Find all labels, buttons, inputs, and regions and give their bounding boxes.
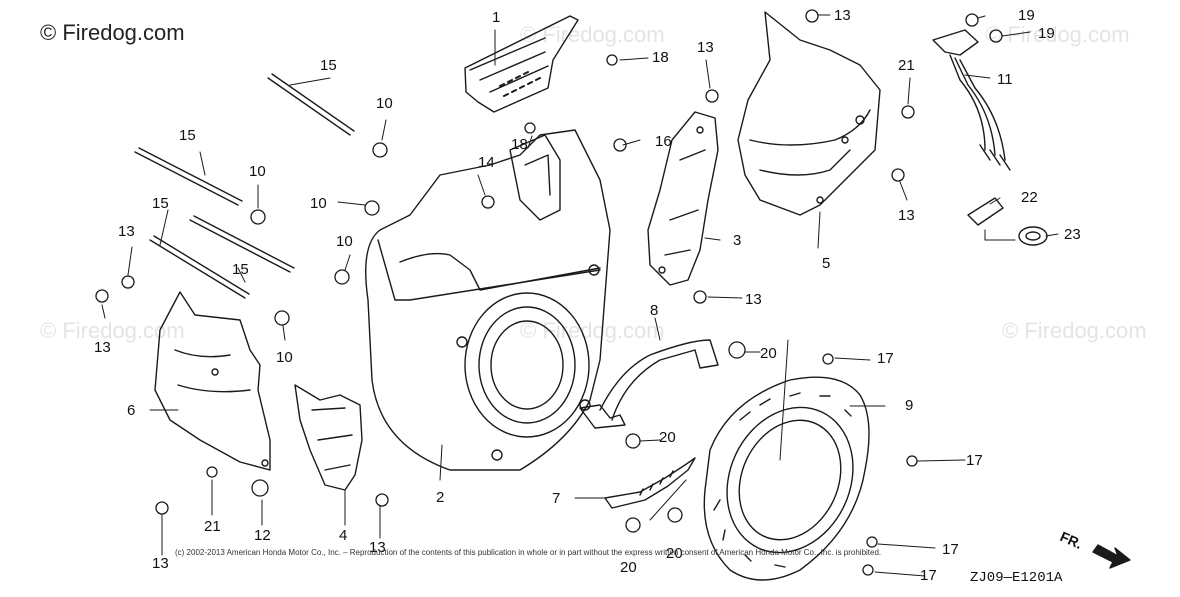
callout-17[interactable]: 17	[942, 541, 959, 558]
callout-17[interactable]: 17	[966, 452, 983, 469]
callout-19[interactable]: 19	[1018, 7, 1035, 24]
part-11-wire-harness[interactable]	[932, 29, 1011, 171]
callout-13[interactable]: 13	[94, 339, 111, 356]
callout-13[interactable]: 13	[898, 207, 915, 224]
watermark: © Firedog.com	[520, 22, 665, 47]
callout-16[interactable]: 16	[655, 133, 672, 150]
callout-15[interactable]: 15	[152, 195, 169, 212]
callout-7[interactable]: 7	[552, 490, 561, 507]
callout-9[interactable]: 9	[905, 397, 914, 414]
callout-15[interactable]: 15	[320, 57, 337, 74]
callout-14[interactable]: 14	[478, 154, 495, 171]
callout-20[interactable]: 20	[620, 559, 637, 576]
stud-bolts[interactable]	[134, 73, 355, 299]
callout-21[interactable]: 21	[204, 518, 221, 535]
callout-1[interactable]: 1	[492, 9, 501, 26]
callout-13[interactable]: 13	[745, 291, 762, 308]
callout-10[interactable]: 10	[336, 233, 353, 250]
callout-17[interactable]: 17	[920, 567, 937, 584]
callout-4[interactable]: 4	[339, 527, 348, 544]
callout-21[interactable]: 21	[898, 57, 915, 74]
callout-10[interactable]: 10	[376, 95, 393, 112]
watermark: © Firedog.com	[520, 318, 665, 343]
callout-13[interactable]: 13	[697, 39, 714, 56]
part-3-side-plate[interactable]	[647, 111, 719, 286]
callout-13[interactable]: 13	[369, 539, 386, 556]
copyright-notice: (c) 2002-2013 American Honda Motor Co., …	[175, 548, 882, 557]
callout-18[interactable]: 18	[652, 49, 669, 66]
callout-20[interactable]: 20	[666, 545, 683, 562]
front-direction-arrow-icon	[1092, 544, 1131, 569]
callout-11[interactable]: 11	[997, 71, 1013, 88]
callout-10[interactable]: 10	[249, 163, 266, 180]
callout-15[interactable]: 15	[179, 127, 196, 144]
part-2-fan-shroud[interactable]	[365, 129, 611, 471]
callout-18[interactable]: 18	[511, 136, 528, 153]
part-9-fan-cover[interactable]	[703, 376, 876, 581]
fasteners[interactable]	[95, 9, 1003, 576]
callout-6[interactable]: 6	[127, 402, 136, 419]
callout-5[interactable]: 5	[822, 255, 831, 272]
part-5-cylinder-cover[interactable]	[737, 11, 881, 216]
callout-22[interactable]: 22	[1021, 189, 1038, 206]
callout-3[interactable]: 3	[733, 232, 742, 249]
callout-20[interactable]: 20	[659, 429, 676, 446]
part-8-band[interactable]	[579, 339, 719, 429]
callout-13[interactable]: 13	[152, 555, 169, 572]
part-7-bracket-arc[interactable]	[604, 457, 696, 509]
leader-lines	[101, 14, 1059, 577]
callout-10[interactable]: 10	[276, 349, 293, 366]
callout-2[interactable]: 2	[436, 489, 445, 506]
callout-15[interactable]: 15	[232, 261, 249, 278]
part-4-bracket[interactable]	[294, 384, 363, 491]
firedog-brand-label: © Firedog.com	[40, 20, 185, 45]
part-1-cover-plate[interactable]	[464, 15, 579, 113]
callout-20[interactable]: 20	[760, 345, 777, 362]
callout-13[interactable]: 13	[834, 7, 851, 24]
callout-10[interactable]: 10	[310, 195, 327, 212]
diagram-code: ZJ09—E1201A	[970, 570, 1063, 586]
callout-23[interactable]: 23	[1064, 226, 1081, 243]
callout-19[interactable]: 19	[1038, 25, 1055, 42]
callout-8[interactable]: 8	[650, 302, 659, 319]
watermark: © Firedog.com	[1002, 318, 1147, 343]
callout-13[interactable]: 13	[118, 223, 135, 240]
callout-12[interactable]: 12	[254, 527, 271, 544]
callout-17[interactable]: 17	[877, 350, 894, 367]
part-6-baffle[interactable]	[154, 291, 271, 471]
